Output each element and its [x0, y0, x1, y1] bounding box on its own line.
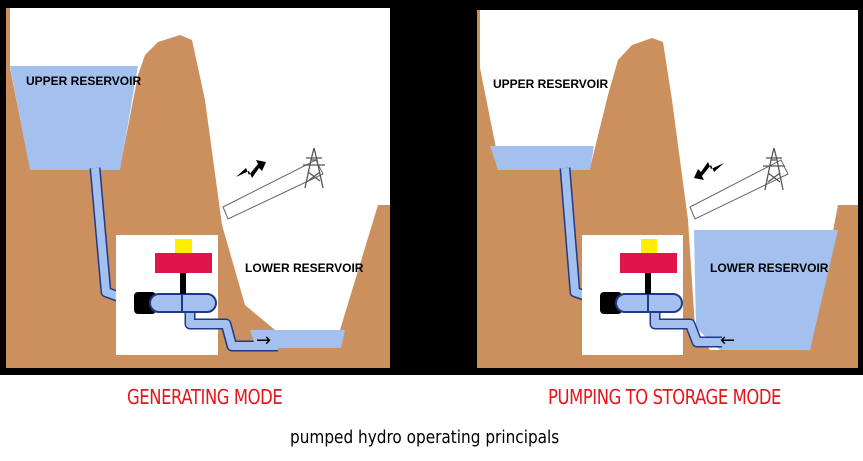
upper-reservoir-water [490, 146, 594, 170]
turbine-icon [600, 292, 683, 314]
exciter-icon [175, 239, 192, 253]
upper-reservoir-water [10, 66, 138, 170]
lightning-icon [236, 160, 266, 178]
generator-shaft [645, 268, 651, 294]
exciter-icon [641, 239, 657, 253]
transmission-line [222, 159, 324, 220]
lower-reservoir-label: LOWER RESERVOIR [245, 261, 364, 275]
generator-icon [620, 253, 677, 273]
flow-arrow: ← [720, 330, 735, 351]
figure-caption: pumped hydro operating principals [290, 427, 560, 448]
panel-pumping: UPPER RESERVOIR LOWER RESERVOIR ← [477, 10, 858, 368]
transmission-line [689, 159, 789, 220]
panel-generating: UPPER RESERVOIR LOWER RESERVOIR → [6, 8, 390, 368]
generator-shaft [180, 268, 186, 294]
lower-reservoir-label: LOWER RESERVOIR [710, 261, 829, 275]
lower-reservoir-water [694, 230, 838, 350]
upper-reservoir-label: UPPER RESERVOIR [26, 74, 141, 88]
transmission-tower-icon [763, 147, 785, 191]
lightning-icon [694, 162, 724, 180]
turbine-icon [134, 292, 217, 314]
mode-caption-pumping: PUMPING TO STORAGE MODE [548, 385, 782, 409]
generator-icon [155, 253, 212, 273]
flow-arrow: → [256, 330, 271, 351]
upper-reservoir-label: UPPER RESERVOIR [493, 77, 608, 91]
transmission-tower-icon [303, 147, 325, 189]
lower-reservoir-water [250, 330, 345, 348]
mode-caption-generating: GENERATING MODE [127, 385, 283, 409]
